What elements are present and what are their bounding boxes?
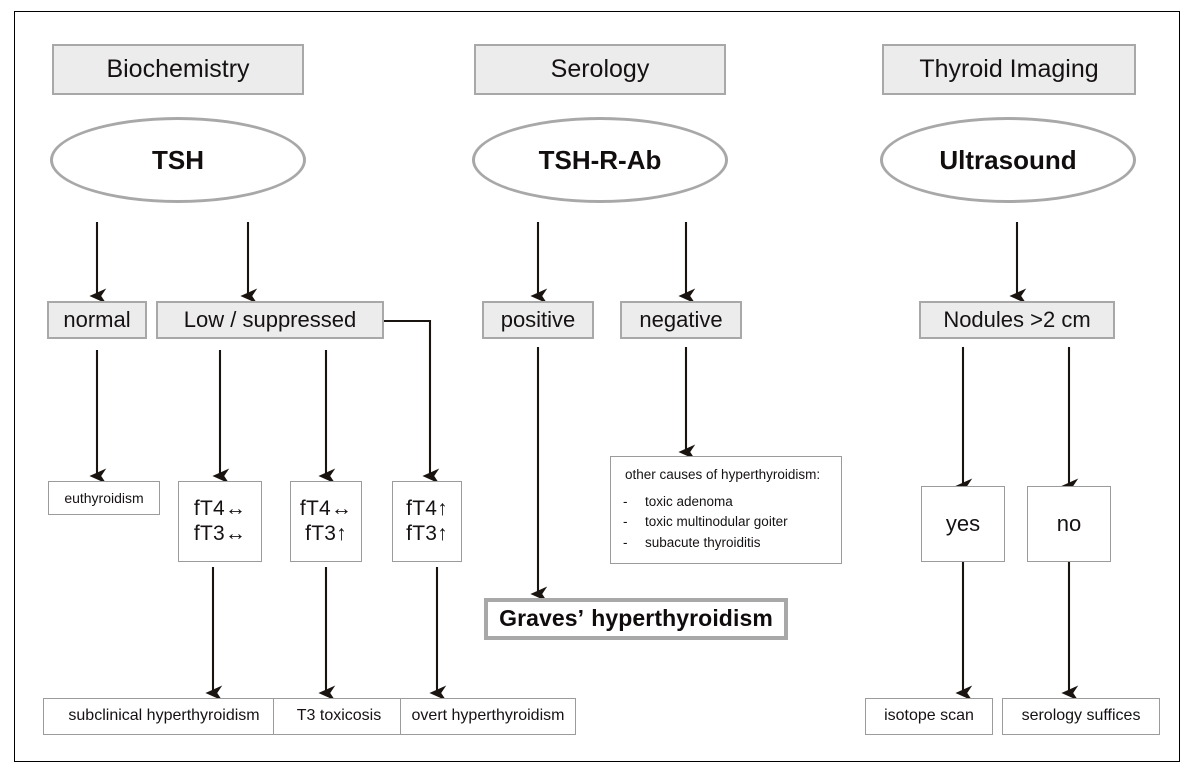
action-isotope-scan: isotope scan — [865, 698, 993, 735]
graves-bold-word: Graves’ — [499, 605, 585, 632]
column-header-thyroid-imaging: Thyroid Imaging — [882, 44, 1136, 95]
lab-values-ft4-high-ft3-high: fT4↑ fT3↑ — [392, 481, 462, 562]
graves-rest-word: hyperthyroidism — [591, 605, 773, 632]
lab-line-ft4: fT4↑ — [406, 496, 448, 520]
result-low-suppressed: Low / suppressed — [156, 301, 384, 339]
result-negative: negative — [620, 301, 742, 339]
lab-values-ft4-normal-ft3-normal: fT4↔ fT3↔ — [178, 481, 262, 562]
diagnosis-t3-toxicosis: T3 toxicosis — [273, 698, 405, 735]
diagnosis-overt-hyperthyroidism: overt hyperthyroidism — [400, 698, 576, 735]
list-dash: - — [623, 494, 628, 509]
list-item-label: toxic adenoma — [645, 494, 733, 509]
test-node-ultrasound: Ultrasound — [880, 117, 1136, 203]
lab-values-ft4-normal-ft3-high: fT4↔ fT3↑ — [290, 481, 362, 562]
column-header-biochemistry: Biochemistry — [52, 44, 304, 95]
list-item: - subacute thyroiditis — [623, 534, 829, 552]
lab-line-ft3: fT3↔ — [193, 521, 247, 545]
lab-line-ft3: fT3↑ — [305, 521, 347, 545]
outcome-euthyroidism: euthyroidism — [48, 481, 160, 515]
other-causes-list: - toxic adenoma - toxic multinodular goi… — [623, 493, 829, 551]
lab-line-ft4: fT4↔ — [299, 496, 353, 520]
answer-yes: yes — [921, 486, 1005, 562]
column-header-serology: Serology — [474, 44, 726, 95]
list-item-label: toxic multinodular goiter — [645, 514, 788, 530]
test-node-tsh-r-ab: TSH-R-Ab — [472, 117, 728, 203]
list-item-label: subacute thyroiditis — [645, 534, 761, 550]
lab-line-ft3: fT3↑ — [406, 521, 448, 545]
list-dash: - — [623, 514, 628, 530]
test-node-tsh: TSH — [50, 117, 306, 203]
diagnosis-graves-hyperthyroidism: Graves’ hyperthyroidism — [484, 598, 788, 640]
other-causes-title: other causes of hyperthyroidism: — [625, 467, 821, 482]
list-item: - toxic multinodular goiter — [623, 513, 829, 531]
action-serology-suffices: serology suffices — [1002, 698, 1160, 735]
result-nodules-over-2cm: Nodules >2 cm — [919, 301, 1115, 339]
lab-line-ft4: fT4↔ — [193, 496, 247, 520]
list-item: - toxic adenoma — [623, 493, 829, 511]
answer-no: no — [1027, 486, 1111, 562]
result-positive: positive — [482, 301, 594, 339]
diagnosis-subclinical-hyperthyroidism: subclinical hyperthyroidism — [43, 698, 285, 735]
list-dash: - — [623, 534, 628, 550]
other-causes-box: other causes of hyperthyroidism: - toxic… — [610, 456, 842, 564]
result-normal: normal — [47, 301, 147, 339]
